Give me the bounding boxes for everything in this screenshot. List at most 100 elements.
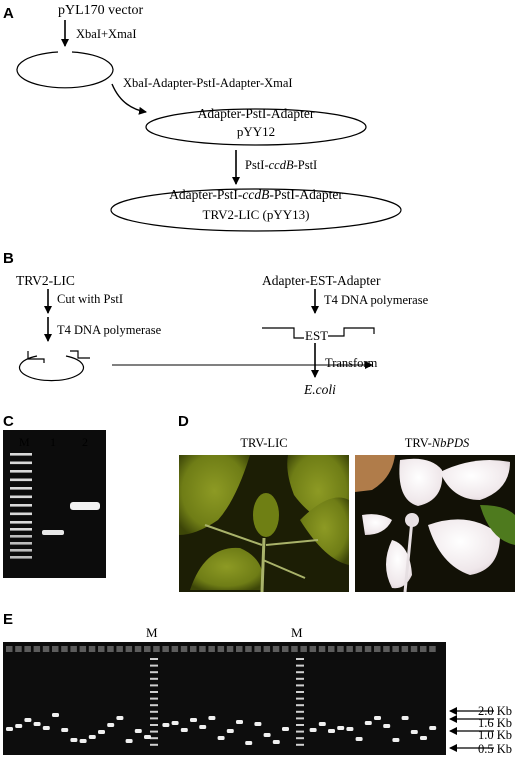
gel-e-band (125, 739, 133, 743)
adapter-left-icon (262, 327, 304, 339)
gel-e-ladder-band (150, 691, 158, 693)
ladder-c (10, 453, 32, 559)
vector-name: pYL170 vector (58, 3, 143, 18)
gel-e-band (309, 728, 317, 732)
caption-trv-nbpds: TRV-NbPDS (405, 436, 470, 450)
gel-e-ladder-band (296, 684, 304, 687)
gel-e-well (309, 646, 317, 652)
size-label-0-5kb: 0.5 Kb (478, 742, 512, 756)
lane1-band (42, 530, 64, 535)
plasmid1-insert: Adapter-PstI-Adapter (198, 106, 315, 121)
gel-e-band (337, 726, 345, 730)
gel-e-ladder-band (150, 684, 158, 687)
gel-e-band (180, 728, 188, 732)
size-label-2kb: 2.0 Kb (478, 704, 512, 718)
ladder-c-band (10, 542, 32, 545)
gel-e-ladder-band (296, 677, 304, 680)
lane2-band (70, 502, 100, 510)
gel-e-ladder-band (296, 710, 304, 713)
plasmid-pyy13-icon (110, 188, 402, 232)
gel-e-well (300, 646, 307, 652)
step2-label: PstI-ccdB-PstI (245, 158, 317, 172)
gel-e-well (282, 646, 289, 652)
gel-e-band (392, 738, 400, 742)
overhang-right-icon (70, 350, 90, 359)
gel-e-band (144, 735, 151, 739)
gel-e-well (245, 646, 252, 652)
gel-e-well (199, 646, 206, 652)
enzymes-label: XbaI+XmaI (76, 27, 137, 41)
gel-e-well (171, 646, 179, 652)
gel-e-well (346, 646, 353, 652)
gel-e-bands (6, 713, 437, 745)
gel-e-ladder-band (296, 691, 304, 693)
gel-e-band (282, 727, 289, 731)
gel-e-well (374, 646, 381, 652)
trv2-lic-title: TRV2-LIC (16, 273, 75, 288)
gel-e-band (134, 729, 142, 733)
lane-label-m: M (19, 435, 30, 449)
gel-e-well (134, 646, 142, 652)
gel-e-well (15, 646, 22, 652)
gel-e-well (236, 646, 243, 652)
gel-e-well (410, 646, 418, 652)
gel-e-ladder-band (150, 717, 158, 720)
gel-e-band (6, 727, 13, 731)
gel-e-ladder-band (150, 704, 158, 707)
gel-c: M 1 2 (3, 430, 106, 578)
gel-e-well (116, 646, 123, 652)
host-label: E.coli (303, 382, 336, 397)
insert-label: XbaI-Adapter-PstI-Adapter-XmaI (123, 76, 293, 90)
gel-e-well (208, 646, 215, 652)
ladder-c-band (10, 549, 32, 552)
gel-e-band (15, 724, 23, 728)
gel-e-well (79, 646, 87, 652)
lane-label-1: 1 (50, 435, 56, 449)
gel-e-well (318, 646, 326, 652)
gel-e-ladder-band (296, 717, 304, 720)
gel-e-band (42, 726, 50, 730)
gel-e-ladders (150, 658, 304, 746)
photo-trv-lic (179, 455, 349, 593)
t4-left-label: T4 DNA polymerase (57, 323, 162, 337)
ladder-c-band (10, 487, 32, 490)
gel-e-band (98, 730, 105, 734)
gel-e-ladder-band (150, 737, 158, 740)
gel-e-well (33, 646, 41, 652)
gel-e-band (429, 726, 437, 730)
gel-e-band (61, 728, 69, 732)
gel-e-well (153, 646, 160, 652)
gel-e-ladder-band (150, 677, 158, 680)
gel-e-ladder-band (150, 671, 158, 674)
gel-e-band (374, 716, 381, 720)
gel-e-band (263, 733, 271, 737)
gel-e-band (88, 735, 96, 739)
plasmid1-name: pYY12 (237, 124, 275, 139)
arrow-a2 (111, 83, 147, 115)
ladder-c-band (10, 504, 32, 507)
linear-vector-icon (16, 51, 114, 89)
gel-e-well (52, 646, 59, 652)
t4-right-label: T4 DNA polymerase (324, 293, 429, 307)
gel-e-ladder-band (296, 658, 304, 660)
ladder-c-band (10, 470, 32, 473)
gel-e-well (364, 646, 372, 652)
gel-e-band (162, 723, 170, 727)
gel-e-band (410, 730, 418, 734)
gel-e-ladder-band (150, 730, 158, 733)
gel-e-band (364, 721, 372, 725)
gel-e-band (199, 725, 207, 729)
gel-e-band (24, 718, 32, 722)
gel-e-ladder-band (150, 743, 158, 746)
gel-e-well (125, 646, 133, 652)
panel-label-c: C (3, 413, 14, 430)
gel-e-well (263, 646, 271, 652)
est-label: EST (305, 328, 328, 343)
gel-e-band (116, 716, 124, 720)
gel-e-band (328, 729, 335, 733)
gel-e-well (144, 646, 151, 652)
ladder-c-band (10, 453, 32, 456)
gel-e-band (245, 741, 253, 745)
open-vector-icon (18, 355, 85, 382)
